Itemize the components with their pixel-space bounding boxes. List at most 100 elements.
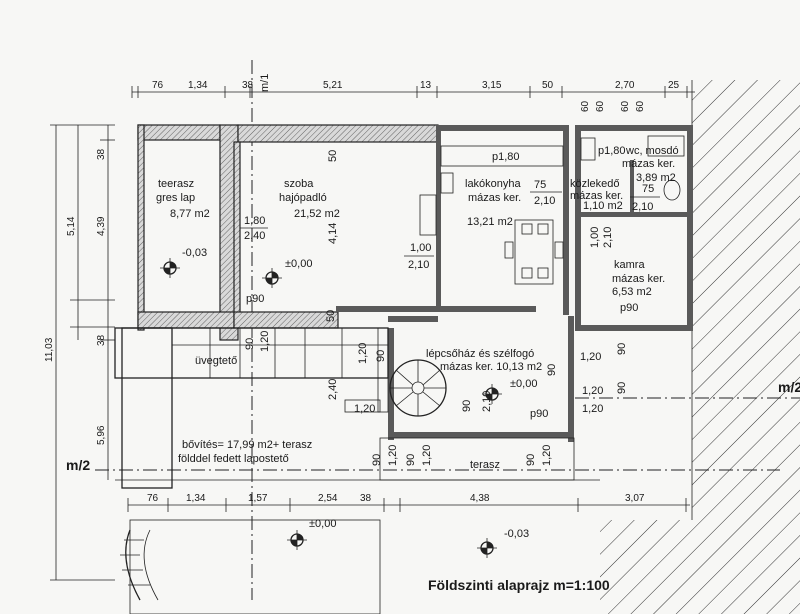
axis-label-vertical: m/1 — [259, 74, 271, 92]
walls — [137, 124, 693, 442]
opening-120-l1: 1,20 — [259, 331, 271, 352]
room-szoba-area: 21,52 m2 — [294, 208, 340, 220]
opening-d4-w: 75 — [642, 183, 654, 195]
drawing-title: Földszinti alaprajz m=1:100 — [428, 577, 610, 593]
room-szoba-name: szoba — [284, 178, 314, 190]
opening-120-s2: 1,20 — [541, 445, 553, 466]
left-dimension-chain: 38 5,14 4,39 11,03 38 5,96 — [44, 124, 115, 581]
left-dim-4: 11,03 — [44, 337, 55, 362]
room-terasz-level: -0,03 — [182, 247, 207, 259]
room-lepcsohaz-material-area: mázas ker. 10,13 m2 — [440, 361, 542, 373]
left-dim-3: 4,39 — [96, 216, 107, 236]
furnishing-lines — [419, 135, 685, 285]
top-small-dim-1: 60 — [580, 100, 591, 112]
opening-d6-h: 2,10 — [481, 391, 493, 412]
room-kamra: kamra mázas ker. 6,53 m2 — [612, 259, 665, 298]
opening-50-b: 50 — [325, 310, 337, 322]
room-terasz: teerasz gres lap 8,77 m2 -0,03 — [156, 178, 210, 259]
opening-90-s2: 90 — [525, 454, 537, 466]
opening-window-p90-1: p90 — [246, 293, 264, 305]
room-kamra-material: mázas ker. — [612, 273, 665, 285]
opening-50-a: 50 — [327, 150, 339, 162]
opening-d3-w: 75 — [534, 179, 546, 191]
top-dim-4: 5,21 — [323, 80, 343, 91]
bottom-dim-7: 3,07 — [625, 493, 645, 504]
opening-120-a: 1,20 — [580, 351, 601, 363]
axis-label-left: m/2 — [66, 457, 90, 473]
opening-window-p90-2: p90 — [620, 302, 638, 314]
opening-90-l1: 90 — [244, 338, 256, 350]
top-dimension-chain: 76 1,34 38 5,21 13 3,15 50 2,70 25 60 60… — [131, 80, 695, 112]
opening-d2-w: 1,00 — [410, 242, 431, 254]
opening-d2-h: 2,10 — [408, 259, 429, 271]
room-terasz-kulso: terasz — [470, 459, 500, 471]
room-kozlekedo-name: közlekedő — [570, 178, 620, 190]
room-szoba-material: hajópadló — [279, 192, 327, 204]
spiral-staircase — [389, 359, 447, 417]
room-kozlekedo: közlekedő mázas ker. 1,10 m2 — [570, 178, 623, 212]
room-wc-name: wc, mosdó — [625, 145, 679, 157]
bottom-dim-3: 1,57 — [248, 493, 268, 504]
top-dim-3: 38 — [242, 80, 254, 91]
opening-d6-w: 90 — [461, 400, 473, 412]
top-dim-8: 2,70 — [615, 80, 635, 91]
level-markers — [160, 258, 502, 558]
left-dim-5: 38 — [96, 334, 107, 346]
room-wc-material: mázas ker. — [622, 158, 675, 170]
room-lepcsohaz-name: lépcsőház és szélfogó — [426, 348, 534, 360]
opening-d1-h: 2,40 — [244, 230, 265, 242]
opening-90-c: 90 — [616, 382, 628, 394]
opening-d5-w: 1,00 — [589, 227, 601, 248]
opening-90-s3: 90 — [371, 454, 383, 466]
room-szoba-level: ±0,00 — [285, 258, 312, 270]
room-terasz-material: gres lap — [156, 192, 195, 204]
top-small-dim-4: 60 — [635, 100, 646, 112]
opening-window-kitchen: p1,80 — [492, 151, 520, 163]
bottom-dimension-chain: 76 1,34 1,57 2,54 38 4,38 3,07 — [127, 493, 690, 512]
bottom-dim-1: 76 — [147, 493, 159, 504]
opening-120-b: 1,20 — [582, 385, 603, 397]
opening-120-c: 1,20 — [582, 403, 603, 415]
axis-lines: m/1 m/2 m/2 — [66, 60, 800, 600]
opening-window-wc: p1,80 — [598, 145, 626, 157]
room-kamra-area: 6,53 m2 — [612, 286, 652, 298]
room-lakokonyha-material: mázas ker. — [468, 192, 521, 204]
opening-120-s3: 1,20 — [387, 445, 399, 466]
opening-120-d: 1,20 — [354, 403, 375, 415]
top-dim-2: 1,34 — [188, 80, 208, 91]
annotation-uvegteto: üvegtető — [195, 355, 237, 367]
opening-120-l2: 1,20 — [357, 343, 369, 364]
opening-dim-414: 4,14 — [327, 223, 339, 244]
bottom-dim-4: 2,54 — [318, 493, 338, 504]
room-lepcsohaz: lépcsőház és szélfogó mázas ker. 10,13 m… — [426, 348, 542, 390]
entry-stairs — [120, 529, 159, 601]
level-marker-szoba — [262, 268, 282, 288]
top-dim-6: 3,15 — [482, 80, 502, 91]
level-marker-south-1 — [287, 530, 307, 550]
level-marker-lepcso — [482, 384, 502, 404]
bottom-dim-5: 38 — [360, 493, 372, 504]
opening-90-s1: 90 — [405, 454, 417, 466]
room-terasz-name: teerasz — [158, 178, 194, 190]
opening-d5-h: 2,10 — [602, 227, 614, 248]
room-kozlekedo-material: mázas ker. — [570, 190, 623, 202]
top-small-dim-2: 60 — [595, 100, 606, 112]
top-dim-9: 25 — [668, 80, 680, 91]
left-dim-1: 38 — [96, 148, 107, 160]
opening-120-s1: 1,20 — [421, 445, 433, 466]
room-wc: wc, mosdó mázas ker. 3,89 m2 — [622, 145, 679, 184]
axis-label-right: m/2 — [778, 379, 800, 395]
top-dim-7: 50 — [542, 80, 554, 91]
left-dim-6: 5,96 — [96, 425, 107, 445]
opening-90-b: 90 — [616, 343, 628, 355]
room-wc-area: 3,89 m2 — [636, 172, 676, 184]
opening-90-l2: 90 — [375, 350, 387, 362]
room-terasz-kulso-name: terasz — [470, 459, 500, 471]
opening-d3-h: 2,10 — [534, 195, 555, 207]
bottom-dim-2: 1,34 — [186, 493, 206, 504]
opening-d1-w: 1,80 — [244, 215, 265, 227]
annotation-bovites-2: földdel fedett lapostető — [178, 453, 289, 465]
room-kozlekedo-area: 1,10 m2 — [583, 200, 623, 212]
left-dim-2: 5,14 — [66, 216, 77, 236]
